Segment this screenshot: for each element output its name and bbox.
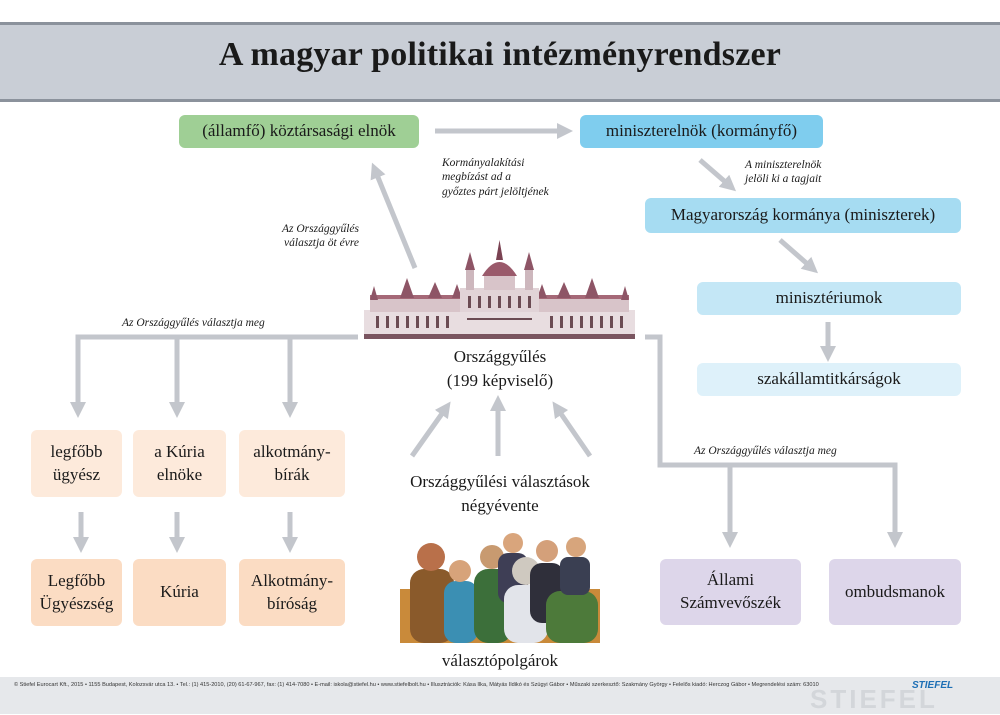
brand-logo: STIEFEL [912,680,954,691]
page-title: A magyar politikai intézményrendszer [218,36,782,73]
arrow-parliament-president [370,162,418,269]
brand-watermark: STIEFEL [810,684,938,714]
government-box: Magyarország kormánya (miniszterek) [645,198,961,233]
ministries-box: minisztériumok [697,282,961,315]
note-pm-nominates: A miniszterelnök jelöli ki a tagjait [745,159,822,186]
pm-box: miniszterelnök (kormányfő) [580,115,823,148]
arrow-elections-right [552,401,593,458]
voters-label: választópolgárok [441,651,559,670]
note-elects-left: Az Országgyűlés választja meg [122,317,265,329]
kuria-box: Kúria [133,559,226,626]
parliament-label: Országgyűlés (199 képviselő) [400,345,600,393]
note-government-formation: Kormányalakítási megbízást ad a győztes … [442,157,549,198]
voters-image [400,533,600,643]
parliament-building-image [364,240,635,339]
footer-credits: © Stiefel Eurocart Kft., 2015 • 1155 Bud… [14,682,819,688]
constitutional-judges-box: alkotmány-bírák [239,430,345,497]
arrow-pm-government [698,158,737,192]
parliament-name: Országgyűlés [453,347,547,366]
note-elects-president: Az Országgyűlés választja öt évre [282,223,359,250]
president-box: (államfő) köztársasági elnök [179,115,419,148]
ombudsman-box: ombudsmanok [829,559,961,625]
footer-bar [0,677,1000,714]
undersecretaries-box: szakállamtitkárságok [697,363,961,396]
title-bar [0,22,1000,102]
arrow-government-ministries [778,238,819,274]
arrow-elections-left [409,401,451,458]
constitutional-court-box: Alkotmány-bíróság [239,559,345,626]
arrow-parliament-ombudsman [645,334,904,549]
elections-label: Országgyűlési választások négyévente [410,472,590,515]
note-elects-right: Az Országgyűlés választja meg [694,445,837,457]
arrow-parliament-prosecutor [69,334,358,419]
parliament-members: (199 képviselő) [446,370,554,390]
